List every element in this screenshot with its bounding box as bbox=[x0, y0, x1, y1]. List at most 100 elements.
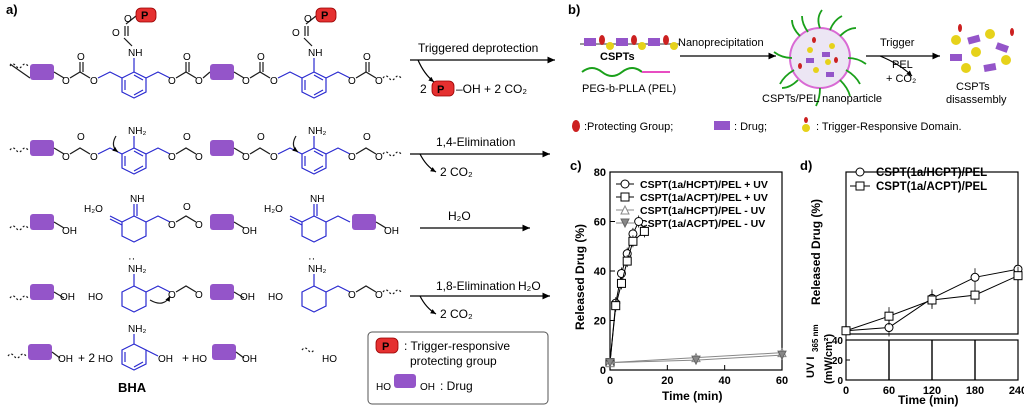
d-xtick-label: 120 bbox=[923, 385, 941, 397]
c-legend: CSPT(1a/HCPT)/PEL + UVCSPT(1a/ACPT)/PEL … bbox=[616, 179, 768, 230]
panel-d-chart: Released Drug (%) UV I 365 nm (mW/cm²) T… bbox=[805, 167, 1024, 407]
reaction-4-products: 2 CO₂ bbox=[440, 307, 473, 321]
c-legend-marker-3 bbox=[620, 218, 630, 229]
d-series-1-point bbox=[927, 295, 937, 305]
svg-text:HO: HO bbox=[376, 382, 391, 393]
disassembly-label-2: disassembly bbox=[946, 94, 1007, 106]
svg-text:NH₂: NH₂ bbox=[128, 324, 146, 335]
svg-text:NH: NH bbox=[130, 194, 144, 205]
svg-text:HO: HO bbox=[88, 292, 103, 303]
d-xlabel: Time (min) bbox=[898, 393, 958, 407]
c-xtick-label: 40 bbox=[719, 375, 731, 387]
svg-text:O: O bbox=[375, 152, 383, 163]
svg-text:OH: OH bbox=[420, 382, 435, 393]
svg-text:P: P bbox=[321, 10, 328, 22]
legend-p-text-2: protecting group bbox=[410, 354, 497, 368]
legend-p-text-1: : Trigger-responsive bbox=[404, 339, 510, 353]
svg-text:O: O bbox=[168, 220, 176, 231]
svg-text:H₂O: H₂O bbox=[264, 204, 283, 215]
reaction-4-label: 1,8-Elimination bbox=[436, 279, 515, 293]
cspt-chain bbox=[580, 35, 680, 50]
legend-drug-block bbox=[394, 374, 416, 388]
row4-structure: OH HO NH₂ ·· O O OH HO NH₂ ·· O O bbox=[9, 253, 402, 313]
d-lower-ytick-label: 40 bbox=[832, 336, 844, 347]
d-legend-label-1: CSPT(1a/ACPT)/PEL bbox=[876, 181, 987, 193]
d-series-0-point bbox=[970, 272, 980, 282]
panel-a-reaction-scheme: O O O NH O O P O O O bbox=[7, 7, 555, 405]
c-ytick-label: 40 bbox=[594, 266, 606, 278]
cspt-label: CSPTs bbox=[600, 51, 635, 63]
c-ylabel: Released Drug (%) bbox=[573, 224, 587, 330]
c-series-1-point bbox=[628, 236, 638, 246]
d-lower-ylabel-sub: 365 nm bbox=[811, 324, 820, 352]
legend-drug-icon bbox=[714, 121, 730, 130]
svg-text:OH: OH bbox=[384, 226, 399, 237]
svg-text:O: O bbox=[168, 290, 176, 301]
d-xtick-label: 0 bbox=[843, 385, 849, 397]
final-coeff: + 2 bbox=[78, 351, 95, 365]
c-legend-label-0: CSPT(1a/HCPT)/PEL + UV bbox=[640, 179, 768, 191]
reaction-2-label: 1,4-Elimination bbox=[436, 135, 515, 149]
reaction-1-label: Triggered deprotection bbox=[418, 41, 538, 55]
legend-protecting-group: :Protecting Group; bbox=[584, 121, 673, 133]
panel-label-b: b) bbox=[568, 2, 580, 17]
panel-b-legend: :Protecting Group; : Drug; : Trigger-Res… bbox=[572, 117, 962, 133]
c-xtick-label: 60 bbox=[776, 375, 788, 387]
d-legend-label-0: CSPT(1a/HCPT)/PEL bbox=[876, 167, 987, 179]
svg-text:O: O bbox=[195, 290, 203, 301]
panel-a-legend: P : Trigger-responsive protecting group … bbox=[367, 331, 549, 405]
atom-nh2: NH₂ bbox=[128, 126, 146, 137]
panel-label-d: d) bbox=[800, 158, 812, 173]
reaction-1-products: –OH + 2 CO₂ bbox=[456, 82, 527, 96]
row2-structure: O O O NH₂ O O O O O O bbox=[9, 126, 402, 175]
svg-text:O: O bbox=[168, 152, 176, 163]
svg-text:O: O bbox=[124, 14, 132, 25]
final-products: OH + 2 HO NH₂ OH BHA + HO OH HO bbox=[7, 324, 337, 395]
d-ylabel: Released Drug (%) bbox=[809, 199, 823, 305]
svg-text:NH₂: NH₂ bbox=[308, 264, 326, 275]
c-legend-marker-1 bbox=[620, 192, 630, 202]
reaction-3-label: H₂O bbox=[448, 209, 471, 223]
disassembled-fragments bbox=[950, 24, 1014, 73]
c-legend-label-1: CSPT(1a/ACPT)/PEL + UV bbox=[640, 192, 768, 204]
reaction-arrow-2: 1,4-Elimination 2 CO₂ bbox=[410, 135, 550, 179]
svg-text:O: O bbox=[363, 132, 371, 143]
svg-text:O: O bbox=[348, 290, 356, 301]
svg-text:NH₂: NH₂ bbox=[308, 126, 326, 137]
svg-text:O: O bbox=[270, 76, 278, 87]
d-xtick-label: 180 bbox=[966, 385, 984, 397]
disassembly-label-1: CSPTs bbox=[956, 81, 990, 93]
svg-text:OH: OH bbox=[62, 226, 77, 237]
panel-label-c: c) bbox=[570, 158, 582, 173]
reaction-arrow-1: Triggered deprotection 2 P –OH + 2 CO₂ bbox=[410, 41, 555, 97]
d-legend-marker-0 bbox=[855, 167, 865, 177]
legend-drug: : Drug; bbox=[734, 121, 767, 133]
pel-label: PEG-b-PLLA (PEL) bbox=[582, 83, 676, 95]
svg-text:OH: OH bbox=[60, 292, 75, 303]
svg-text:O: O bbox=[90, 76, 98, 87]
svg-text:O: O bbox=[168, 76, 176, 87]
svg-text:O: O bbox=[195, 76, 203, 87]
c-ytick-label: 80 bbox=[594, 167, 606, 179]
d-series-1-point bbox=[970, 290, 980, 300]
c-xtick-label: 0 bbox=[607, 375, 613, 387]
panel-b-schematic: CSPTs PEG-b-PLLA (PEL) Nanoprecipitation… bbox=[572, 9, 1014, 133]
svg-text:O: O bbox=[348, 76, 356, 87]
svg-text:O: O bbox=[348, 152, 356, 163]
svg-text:O: O bbox=[77, 52, 85, 63]
c-xlabel: Time (min) bbox=[662, 389, 722, 403]
row3-structure: OH H₂O NH O O O OH H₂O NH O bbox=[9, 194, 399, 243]
svg-text:O: O bbox=[292, 28, 300, 39]
svg-text:O: O bbox=[270, 152, 278, 163]
svg-text:HO: HO bbox=[192, 354, 207, 365]
legend-drug-text: : Drug bbox=[440, 379, 473, 393]
reaction-arrow-4: 1,8-Elimination H₂O 2 CO₂ bbox=[410, 279, 550, 321]
svg-text:O: O bbox=[195, 220, 203, 231]
reaction-arrow-3: H₂O bbox=[420, 209, 530, 232]
nanoparticle-label: CSPTs/PEL nanoparticle bbox=[762, 93, 882, 105]
svg-text:HO: HO bbox=[322, 354, 337, 365]
svg-text:H₂O: H₂O bbox=[84, 204, 103, 215]
trigger-label: Trigger bbox=[880, 37, 915, 49]
c-legend-marker-2 bbox=[620, 204, 630, 215]
d-xtick-label: 240 bbox=[1009, 385, 1024, 397]
